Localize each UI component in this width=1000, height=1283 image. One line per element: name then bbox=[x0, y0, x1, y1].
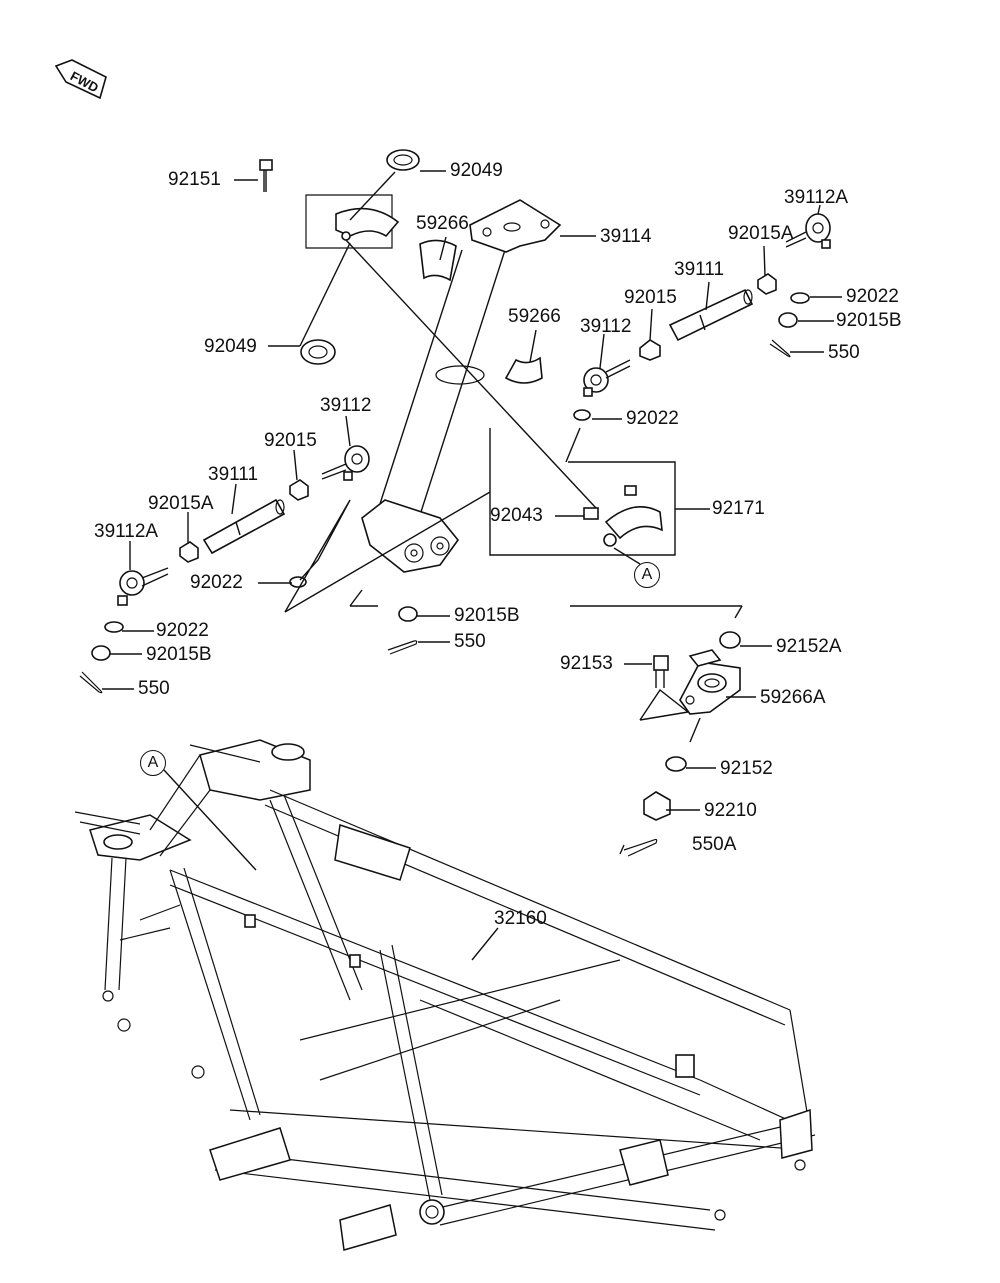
part-label-92153: 92153 bbox=[560, 653, 613, 674]
part-label-39112A: 39112A bbox=[94, 521, 159, 542]
bolt-icon bbox=[259, 159, 273, 192]
clamp-bracket-icon bbox=[300, 149, 420, 365]
part-label-32160: 32160 bbox=[494, 908, 547, 929]
nut-icon bbox=[719, 631, 741, 649]
part-label-92022: 92022 bbox=[190, 572, 243, 593]
nut-icon bbox=[639, 339, 661, 361]
part-label-39112A: 39112A bbox=[784, 187, 849, 208]
fwd-arrow-icon: FWD bbox=[54, 59, 107, 100]
washer-icon bbox=[790, 292, 810, 304]
nut-icon bbox=[91, 645, 111, 661]
part-label-59266A: 59266A bbox=[760, 687, 826, 708]
part-label-92015: 92015 bbox=[624, 287, 677, 308]
steering-shaft-icon bbox=[361, 199, 562, 573]
cotter-pin-icon bbox=[387, 640, 418, 655]
reference-callout-a: A bbox=[140, 750, 166, 776]
main-frame-icon bbox=[74, 739, 816, 1251]
washer-icon bbox=[289, 576, 307, 588]
nut-icon bbox=[665, 756, 687, 772]
part-label-92015B: 92015B bbox=[836, 310, 902, 331]
reference-callout-a: A bbox=[634, 562, 660, 588]
cotter-pin-icon bbox=[769, 339, 791, 358]
tie-rod-end-icon bbox=[785, 213, 831, 249]
washer-icon bbox=[104, 621, 124, 633]
nut-icon bbox=[757, 273, 777, 295]
tie-rod-icon bbox=[668, 288, 754, 342]
nut-icon bbox=[398, 606, 418, 622]
part-label-550A: 550A bbox=[692, 834, 737, 855]
part-label-92022: 92022 bbox=[626, 408, 679, 429]
part-label-59266: 59266 bbox=[508, 306, 561, 327]
part-label-39112: 39112 bbox=[320, 395, 372, 416]
part-label-92015A: 92015A bbox=[728, 223, 794, 244]
part-label-92015A: 92015A bbox=[148, 493, 214, 514]
nut-icon bbox=[778, 312, 798, 328]
mount-bracket-icon bbox=[679, 649, 741, 715]
tie-rod-end-icon bbox=[583, 359, 631, 397]
part-label-92049: 92049 bbox=[204, 336, 257, 357]
part-label-59266: 59266 bbox=[416, 213, 469, 234]
part-label-92152: 92152 bbox=[720, 758, 773, 779]
part-label-550: 550 bbox=[138, 678, 170, 699]
part-label-550: 550 bbox=[828, 342, 860, 363]
part-label-39112: 39112 bbox=[580, 316, 632, 337]
bolt-icon bbox=[653, 655, 669, 688]
part-label-92210: 92210 bbox=[704, 800, 757, 821]
cotter-pin-icon bbox=[623, 838, 658, 857]
part-label-92015B: 92015B bbox=[454, 605, 520, 626]
cotter-pin-icon bbox=[79, 671, 103, 694]
bushing-half-icon bbox=[419, 239, 457, 282]
part-label-92015B: 92015B bbox=[146, 644, 212, 665]
part-label-92151: 92151 bbox=[168, 169, 221, 190]
tie-rod-end-icon bbox=[117, 567, 169, 606]
nut-icon bbox=[289, 479, 309, 501]
tie-rod-icon bbox=[202, 498, 286, 555]
part-label-92022: 92022 bbox=[156, 620, 209, 641]
part-label-92171: 92171 bbox=[712, 498, 765, 519]
part-label-92043: 92043 bbox=[490, 505, 543, 526]
tie-rod-end-icon bbox=[321, 445, 370, 481]
part-label-92049: 92049 bbox=[450, 160, 503, 181]
nut-icon bbox=[179, 541, 199, 563]
part-label-550: 550 bbox=[454, 631, 486, 652]
part-label-92022: 92022 bbox=[846, 286, 899, 307]
bushing-half-icon bbox=[504, 356, 543, 384]
part-label-39111: 39111 bbox=[208, 464, 259, 485]
part-label-39111: 39111 bbox=[674, 259, 725, 280]
part-label-92152A: 92152A bbox=[776, 636, 842, 657]
washer-icon bbox=[573, 409, 591, 421]
part-label-92015: 92015 bbox=[264, 430, 317, 451]
shaft-clamp-icon bbox=[489, 428, 676, 556]
part-label-39114: 39114 bbox=[600, 226, 652, 247]
castle-nut-icon bbox=[643, 791, 671, 821]
